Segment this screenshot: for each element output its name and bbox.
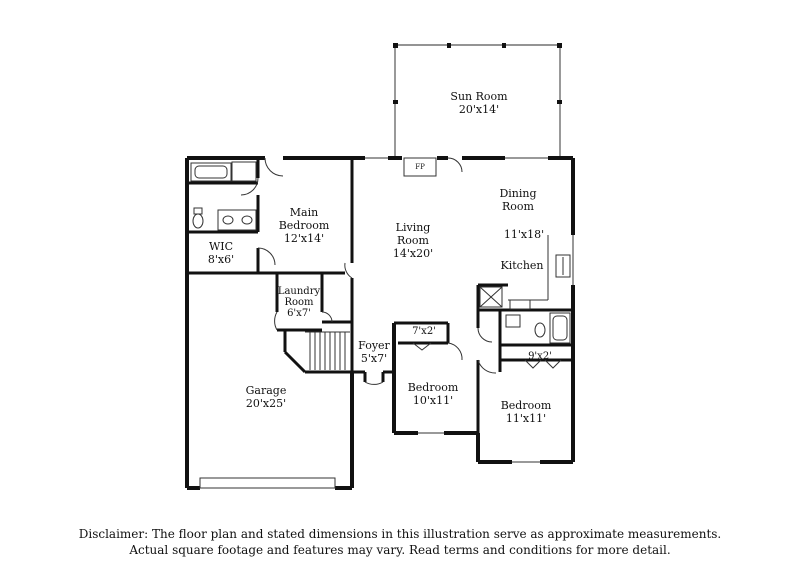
laundry-room-name: Laundry Room [277,286,321,308]
bedroom-1-label: Bedroom 10'x11' [408,381,459,407]
sun-room-posts [393,43,562,104]
bedroom-1-name: Bedroom [407,381,459,394]
foyer-name: Foyer [358,339,390,352]
garage-dims: 20'x25' [245,397,287,410]
dining-room-label: Dining Room [493,187,543,213]
closet-1-dims: 7'x2' [412,326,436,337]
bedroom-2-name: Bedroom [500,399,552,412]
laundry-room-dims: 6'x7' [287,308,311,319]
dining-room-dims: 11'x18' [503,228,545,241]
laundry-room-label: Laundry Room 6'x7' [277,286,321,319]
sun-room-dims: 20'x14' [458,103,500,116]
interior-walls [189,160,573,433]
kitchen-label: Kitchen [500,259,544,272]
sun-room-label: Sun Room 20'x14' [450,90,507,116]
bedroom-2-label: Bedroom 11'x11' [501,399,552,425]
bedroom-1-dims: 10'x11' [412,394,454,407]
closet-2-dims: 9'x2' [528,351,552,362]
disclaimer-line-2: Actual square footage and features may v… [129,543,671,557]
garage-name: Garage [245,384,287,397]
main-bedroom-label: Main Bedroom 12'x14' [269,206,339,245]
foyer-label: Foyer 5'x7' [358,339,390,365]
door-swings [240,157,562,385]
dining-room-name: Dining Room [499,187,537,213]
wic-name: WIC [208,240,234,253]
garage-label: Garage 20'x25' [246,384,287,410]
living-room-dims: 14'x20' [392,247,434,260]
sun-room-name: Sun Room [450,90,508,103]
bedroom-2-dims: 11'x11' [505,412,547,425]
foyer-dims: 5'x7' [360,352,388,365]
disclaimer-line-1: Disclaimer: The floor plan and stated di… [78,527,722,541]
living-room-label: Living Room 14'x20' [388,221,438,260]
main-bedroom-name: Main Bedroom [278,206,330,232]
fixtures [190,157,574,489]
fireplace-label: FP [415,163,425,171]
exterior-walls [185,156,575,490]
living-room-name: Living Room [395,221,431,247]
wic-dims: 8'x6' [207,253,235,266]
main-bedroom-dims: 12'x14' [283,232,325,245]
wic-label: WIC 8'x6' [208,240,234,266]
